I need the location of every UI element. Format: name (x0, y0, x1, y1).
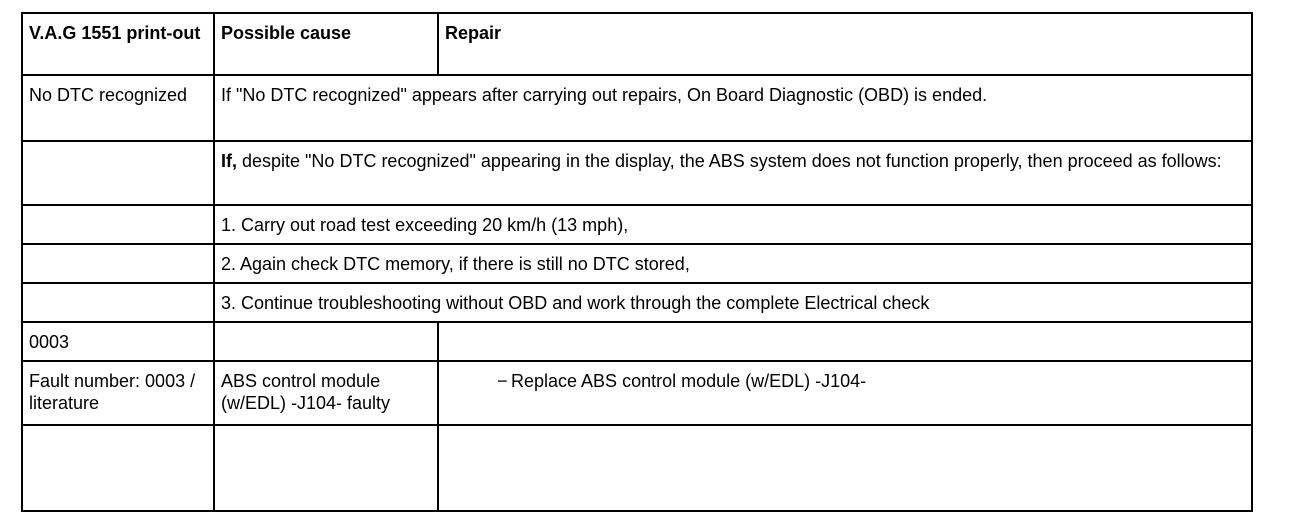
table-row: 3. Continue troubleshooting without OBD … (21, 282, 1253, 323)
cell-cause-fault: ABS control module (w/EDL) -J104- faulty (213, 360, 439, 426)
cell-empty (213, 424, 439, 512)
cell-empty (437, 424, 1253, 512)
cell-cause-empty (213, 321, 439, 362)
dash-bullet: − (497, 371, 508, 391)
cell-empty (21, 424, 215, 512)
table-row: Fault number: 0003 / literature ABS cont… (21, 360, 1253, 426)
cell-printout-no-dtc: No DTC recognized (21, 74, 215, 142)
repair-list-item: −Replace ABS control module (w/EDL) -J10… (445, 370, 1245, 392)
header-printout: V.A.G 1551 print-out (21, 12, 215, 76)
cell-empty (21, 282, 215, 323)
repair-text: Replace ABS control module (w/EDL) -J104… (511, 371, 867, 391)
cell-step-3: 3. Continue troubleshooting without OBD … (213, 282, 1253, 323)
cell-empty (21, 243, 215, 284)
if-lead: If, (221, 151, 237, 171)
cell-if-note: If, despite "No DTC recognized" appearin… (213, 140, 1253, 206)
cell-step-1: 1. Carry out road test exceeding 20 km/h… (213, 204, 1253, 245)
table-row: No DTC recognized If "No DTC recognized"… (21, 74, 1253, 142)
cell-no-dtc-note: If "No DTC recognized" appears after car… (213, 74, 1253, 142)
cell-step-2: 2. Again check DTC memory, if there is s… (213, 243, 1253, 284)
table-row: 0003 (21, 321, 1253, 362)
table-row (21, 424, 1253, 512)
header-possible-cause: Possible cause (213, 12, 439, 76)
cell-repair-fault: −Replace ABS control module (w/EDL) -J10… (437, 360, 1253, 426)
if-text: despite "No DTC recognized" appearing in… (237, 151, 1222, 171)
table-row: If, despite "No DTC recognized" appearin… (21, 140, 1253, 206)
table-row: 1. Carry out road test exceeding 20 km/h… (21, 204, 1253, 245)
table-header-row: V.A.G 1551 print-out Possible cause Repa… (21, 12, 1253, 76)
cell-empty (21, 140, 215, 206)
cell-empty (21, 204, 215, 245)
dtc-table: V.A.G 1551 print-out Possible cause Repa… (21, 12, 1253, 512)
cell-printout-fault: Fault number: 0003 / literature (21, 360, 215, 426)
cell-printout-code: 0003 (21, 321, 215, 362)
header-repair: Repair (437, 12, 1253, 76)
cell-repair-empty (437, 321, 1253, 362)
table-row: 2. Again check DTC memory, if there is s… (21, 243, 1253, 284)
